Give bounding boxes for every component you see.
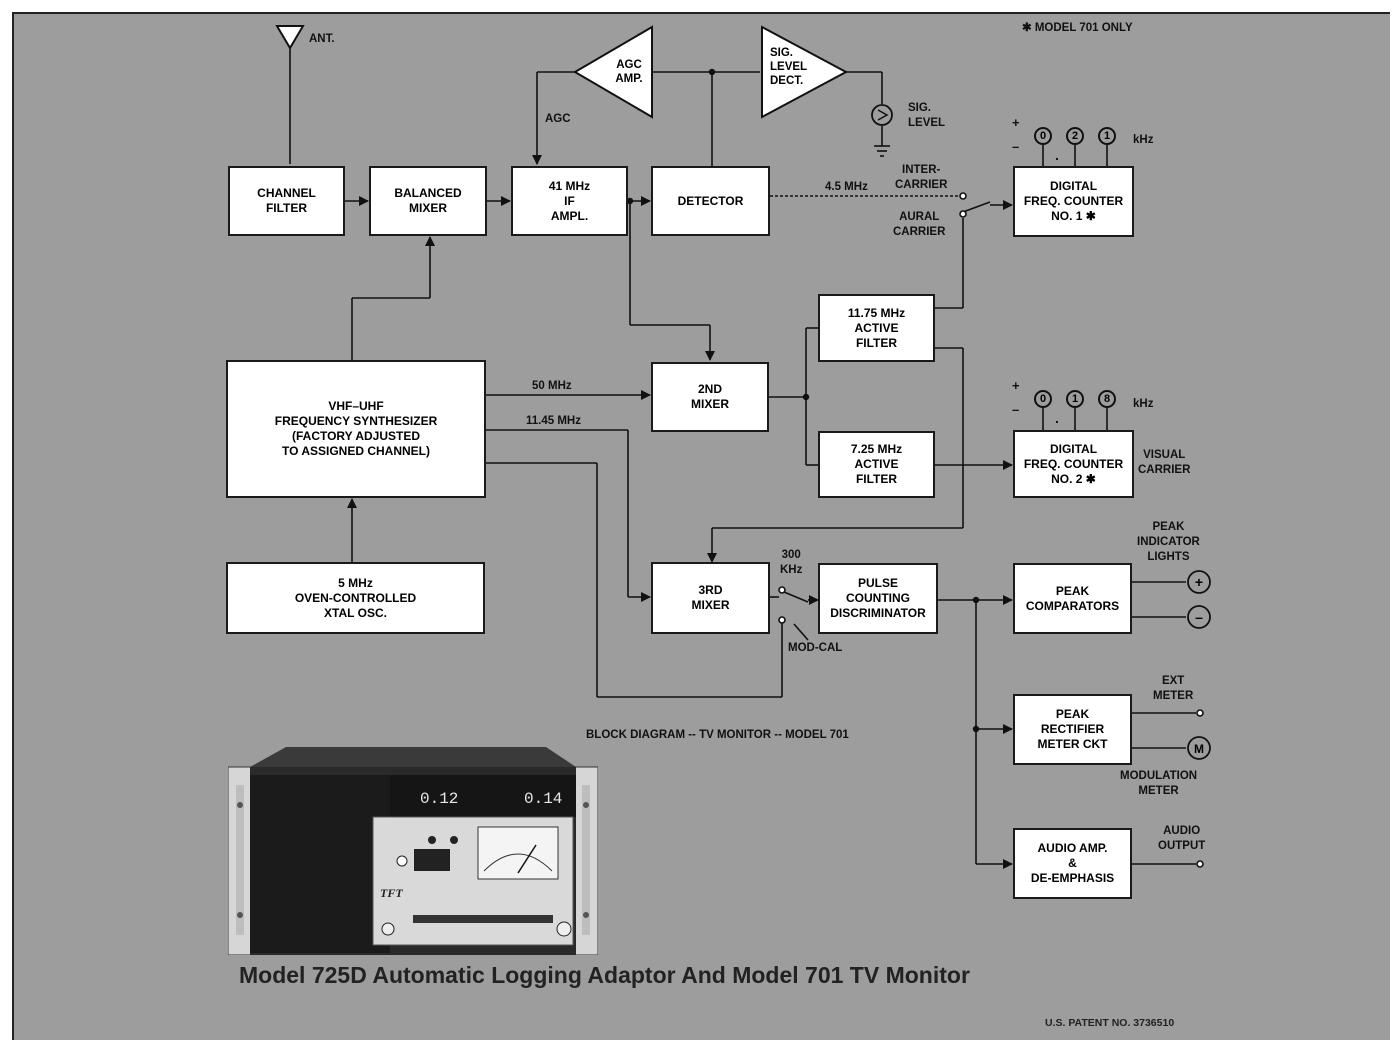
11-45-mhz-label: 11.45 MHz [526, 414, 581, 429]
counter-2-plus: + [1012, 378, 1020, 393]
counter-1-digit-1: 0 [1034, 127, 1052, 145]
sig-level-meter-icon [872, 105, 892, 125]
peak-rectifier-meter-block: PEAK RECTIFIER METER CKT [1013, 694, 1132, 765]
4-5-mhz-label: 4.5 MHz [825, 180, 868, 195]
second-mixer-block: 2ND MIXER [651, 362, 769, 432]
patent-number: U.S. PATENT NO. 3736510 [1045, 1017, 1174, 1029]
xtal-oscillator-block: 5 MHz OVEN-CONTROLLED XTAL OSC. [226, 562, 485, 634]
digital-freq-counter-1-block: DIGITAL FREQ. COUNTER NO. 1 ✱ [1013, 166, 1134, 237]
channel-filter-block: CHANNEL FILTER [228, 166, 345, 236]
detector-block: DETECTOR [651, 166, 770, 236]
agc-amp-label: AGC AMP. [604, 58, 654, 86]
peak-comparators-block: PEAK COMPARATORS [1013, 563, 1132, 634]
block-diagram-title: BLOCK DIAGRAM -- TV MONITOR -- MODEL 701 [586, 728, 849, 743]
counter-2-digit-2: 1 [1066, 390, 1084, 408]
counter-2-khz-label: kHz [1133, 397, 1153, 412]
counter-2-digit-3: 8 [1098, 390, 1116, 408]
counter-2-digit-1: 0 [1034, 390, 1052, 408]
7-25-mhz-active-filter-block: 7.25 MHz ACTIVE FILTER [818, 431, 935, 498]
frequency-synthesizer-block: VHF–UHF FREQUENCY SYNTHESIZER (FACTORY A… [226, 360, 486, 498]
model-only-note: ✱ MODEL 701 ONLY [1022, 21, 1133, 36]
photo-display-left: 0.12 [420, 790, 458, 808]
sig-level-dect-label: SIG. LEVEL DECT. [764, 46, 820, 88]
intercarrier-label: INTER- CARRIER [895, 163, 947, 193]
balanced-mixer-block: BALANCED MIXER [369, 166, 487, 236]
counter-1-plus: + [1012, 115, 1020, 130]
digital-freq-counter-2-block: DIGITAL FREQ. COUNTER NO. 2 ✱ [1013, 430, 1134, 498]
plus-indicator-symbol: + [1195, 574, 1203, 590]
pulse-counting-discriminator-block: PULSE COUNTING DISCRIMINATOR [818, 563, 938, 634]
ext-meter-label: EXT METER [1153, 674, 1193, 704]
audio-amp-de-emphasis-block: AUDIO AMP. & DE-EMPHASIS [1013, 828, 1132, 899]
aural-carrier-label: AURAL CARRIER [893, 210, 945, 240]
counter-1-khz-label: kHz [1133, 133, 1153, 148]
counter-1-digit-3: 1 [1098, 127, 1116, 145]
50-mhz-label: 50 MHz [532, 379, 572, 394]
agc-label: AGC [545, 112, 571, 127]
300-khz-label: 300 KHz [780, 548, 802, 578]
if-amplifier-block: 41 MHz IF AMPL. [511, 166, 628, 236]
visual-carrier-label: VISUAL CARRIER [1138, 448, 1190, 478]
photo-display-right: 0.14 [524, 790, 562, 808]
equipment-photo: 0.12 0.14 TFT [228, 745, 598, 955]
photo-caption: Model 725D Automatic Logging Adaptor And… [239, 962, 970, 989]
photo-brand-logo: TFT [380, 886, 403, 900]
sig-level-label: SIG. LEVEL [908, 101, 945, 131]
audio-output-label: AUDIO OUTPUT [1158, 824, 1205, 854]
third-mixer-block: 3RD MIXER [651, 562, 770, 634]
mod-cal-label: MOD-CAL [788, 641, 842, 656]
peak-indicator-lights-label: PEAK INDICATOR LIGHTS [1137, 520, 1200, 565]
minus-indicator-symbol: – [1195, 609, 1203, 625]
11-75-mhz-active-filter-block: 11.75 MHz ACTIVE FILTER [818, 294, 935, 362]
counter-1-digit-2: 2 [1066, 127, 1084, 145]
antenna-label: ANT. [309, 32, 335, 47]
counter-1-minus: – [1012, 139, 1019, 154]
meter-symbol: M [1194, 742, 1204, 756]
modulation-meter-label: MODULATION METER [1120, 769, 1197, 799]
counter-2-minus: – [1012, 402, 1019, 417]
